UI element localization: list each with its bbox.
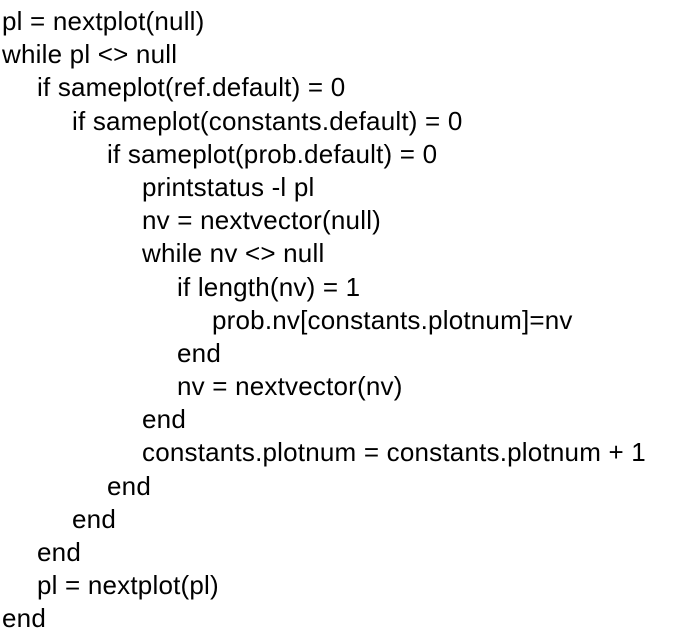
code-line: nv = nextvector(nv) — [177, 371, 403, 402]
code-line: nv = nextvector(null) — [142, 205, 382, 236]
code-line: end — [37, 537, 81, 567]
code-line: end — [72, 503, 116, 534]
code-line: end — [107, 470, 151, 501]
code-line: if sameplot(ref.default) = 0 — [37, 72, 346, 103]
code-line: if sameplot(prob.default) = 0 — [107, 138, 438, 169]
code-line: while pl <> null — [2, 39, 178, 70]
code-line: end — [177, 337, 221, 368]
code-line: end — [142, 404, 186, 435]
code-line: pl = nextplot(pl) — [37, 570, 219, 601]
code-line: constants.plotnum = constants.plotnum + … — [142, 437, 646, 468]
code-line: pl = nextplot(null) — [2, 6, 205, 36]
code-line: if sameplot(constants.default) = 0 — [72, 105, 463, 136]
code-line: end — [2, 603, 46, 634]
code-line: prob.nv[constants.plotnum]=nv — [212, 304, 573, 335]
code-line: while nv <> null — [142, 238, 325, 269]
code-line: if length(nv) = 1 — [177, 271, 361, 302]
code-line: printstatus -l pl — [142, 171, 315, 202]
